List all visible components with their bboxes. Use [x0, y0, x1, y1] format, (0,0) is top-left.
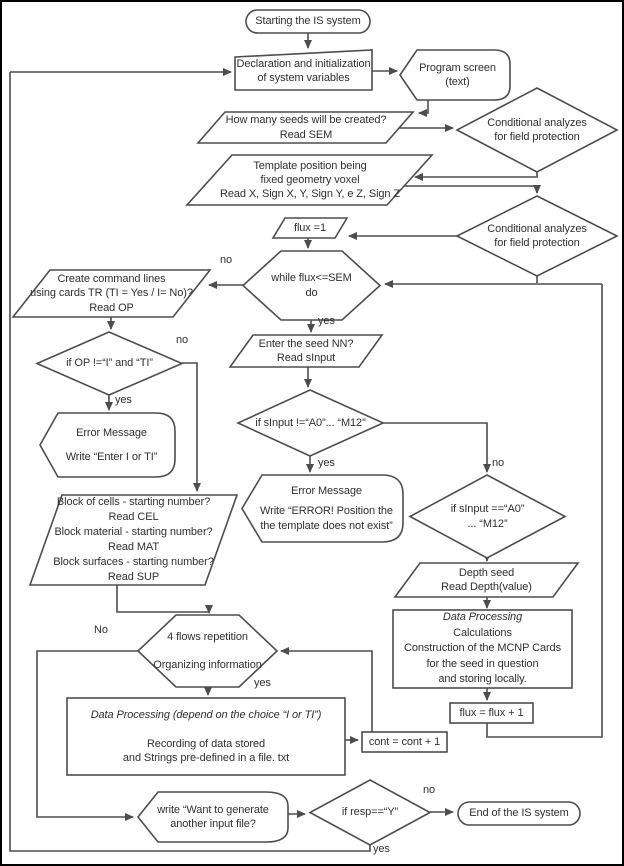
- flows-line2: Organizing information: [153, 658, 262, 671]
- node-blocks: Block of cells - starting number? Read C…: [53, 496, 214, 583]
- flows-line1: 4 flows repetition: [167, 631, 248, 644]
- shape-ifsinput-ne-diamond: [236, 389, 385, 457]
- shape-ifresp-diamond: [308, 779, 432, 846]
- connector-fluxinc-feedback: [486, 284, 603, 738]
- node-depth: Depth seed Read Depth(value): [441, 566, 532, 593]
- connector-conditional1-template: [414, 172, 538, 181]
- node-error-op: Error Message Write “Enter I or TI”: [48, 413, 175, 477]
- shape-fluxinc-rect: [449, 702, 534, 724]
- shape-flows-hexagon: [136, 614, 279, 688]
- branch-label-while-yes: yes: [318, 315, 335, 327]
- connector-template-conditional2: [402, 185, 541, 194]
- node-flux-init: flux =1: [293, 221, 326, 234]
- shape-ifsinput-eq-diamond: [408, 474, 567, 559]
- error-sinput-title: Error Message: [291, 485, 362, 498]
- shape-while-hexagon: [241, 250, 382, 321]
- connector-resp-yes-loop: [9, 72, 371, 852]
- mcnp-title: Data Processing: [442, 610, 523, 623]
- connector-ifsinput-no-ifeq: [383, 422, 491, 473]
- shape-create-parallelogram: [11, 269, 212, 318]
- node-conditional1: Conditional analyzes for field protectio…: [487, 116, 587, 143]
- connector-blocks-flows: [116, 585, 213, 614]
- node-dataproc: Data Processing (depend on the choice “I…: [67, 698, 345, 775]
- branch-label-resp-yes: yes: [373, 843, 390, 855]
- connector-lines: [9, 33, 603, 852]
- node-if-op: if OP !=“I” and “TI”: [66, 357, 153, 370]
- node-declaration: Declaration and initialization of system…: [236, 57, 371, 84]
- dataproc-title: Data Processing (depend on the choice “I…: [90, 708, 322, 721]
- connector-program-seeds: [418, 100, 429, 117]
- branch-label-op-no: no: [176, 334, 189, 346]
- node-cont-inc: cont = cont + 1: [368, 735, 441, 748]
- shape-error-op-display: [39, 412, 176, 478]
- node-write-prompt: write “Want to generate another input fi…: [157, 803, 269, 830]
- node-flows: 4 flows repetition Organizing informatio…: [138, 615, 277, 687]
- node-template: Template position being fixed geometry v…: [219, 159, 401, 201]
- shape-mcnp-rect: [392, 609, 573, 689]
- shape-end-terminal: [457, 801, 581, 826]
- branch-label-while-no: no: [220, 254, 233, 266]
- shape-dataproc-rect: [66, 697, 346, 776]
- branch-label-op-yes: yes: [115, 394, 132, 406]
- node-if-sinput-ne: if sInput !=“A0”... “M12”: [255, 416, 366, 429]
- mcnp-body: Calculations Construction of the MCNP Ca…: [404, 626, 561, 686]
- node-while-loop: while flux<=SEM do: [271, 272, 352, 299]
- node-start-terminal: Starting the IS system: [255, 15, 361, 28]
- node-shapes: [11, 9, 619, 846]
- node-error-sinput: Error Message Write “ERROR! Position the…: [250, 475, 403, 542]
- shape-write-prompt-display: [136, 791, 289, 843]
- node-if-resp: if resp==“Y”: [341, 806, 399, 819]
- shape-cont-rect: [361, 731, 448, 753]
- connector-cont-flows: [280, 647, 373, 732]
- shape-ifop-diamond: [35, 331, 185, 396]
- node-flux-inc: flux = flux + 1: [459, 706, 524, 719]
- node-enter-seed: Enter the seed NN? Read sInput: [258, 337, 354, 364]
- error-op-title: Error Message: [76, 426, 147, 439]
- branch-label-sinput-no: no: [492, 457, 505, 469]
- branch-label-resp-no: no: [423, 784, 436, 796]
- branch-label-flows-yes: yes: [254, 677, 271, 689]
- shape-conditional1-diamond: [455, 87, 619, 173]
- node-seeds: How many seeds will be created? Read SEM: [225, 114, 387, 141]
- shape-blocks-parallelogram: [28, 494, 239, 586]
- shape-conditional2-diamond: [455, 195, 619, 277]
- node-end-terminal: End of the IS system: [469, 807, 569, 820]
- node-program-screen: Program screen (text): [419, 61, 496, 88]
- error-op-body: Write “Enter I or TI”: [65, 451, 158, 463]
- error-sinput-body: Write “ERROR! Position the the template …: [260, 505, 393, 532]
- shape-seeds-parallelogram: [196, 111, 415, 144]
- shape-program-screen-display: [399, 49, 511, 101]
- node-if-sinput-eq: if sInput ==“A0” ... “M12”: [450, 503, 525, 530]
- shape-template-parallelogram: [185, 154, 434, 206]
- shape-enterseed-parallelogram: [228, 334, 384, 368]
- connector-flows-no-write: [36, 650, 138, 821]
- node-mcnp: Data Processing Calculations Constructio…: [393, 610, 572, 688]
- shape-start-terminal: [245, 9, 371, 34]
- node-conditional2: Conditional analyzes for field protectio…: [487, 222, 587, 249]
- connector-ifop-no-blocks: [182, 362, 201, 492]
- shape-depth-parallelogram: [393, 562, 580, 598]
- branch-label-sinput-yes: yes: [318, 457, 335, 469]
- node-create-cmd: Create command lines using cards TR (TI …: [30, 273, 193, 314]
- shape-error-sinput-display: [241, 474, 404, 543]
- shape-fluxinit-parallelogram: [271, 217, 349, 239]
- dataproc-body: Recording of data stored and Strings pre…: [122, 737, 290, 765]
- branch-label-flows-no: No: [94, 624, 108, 636]
- shape-declaration-box: [234, 49, 373, 91]
